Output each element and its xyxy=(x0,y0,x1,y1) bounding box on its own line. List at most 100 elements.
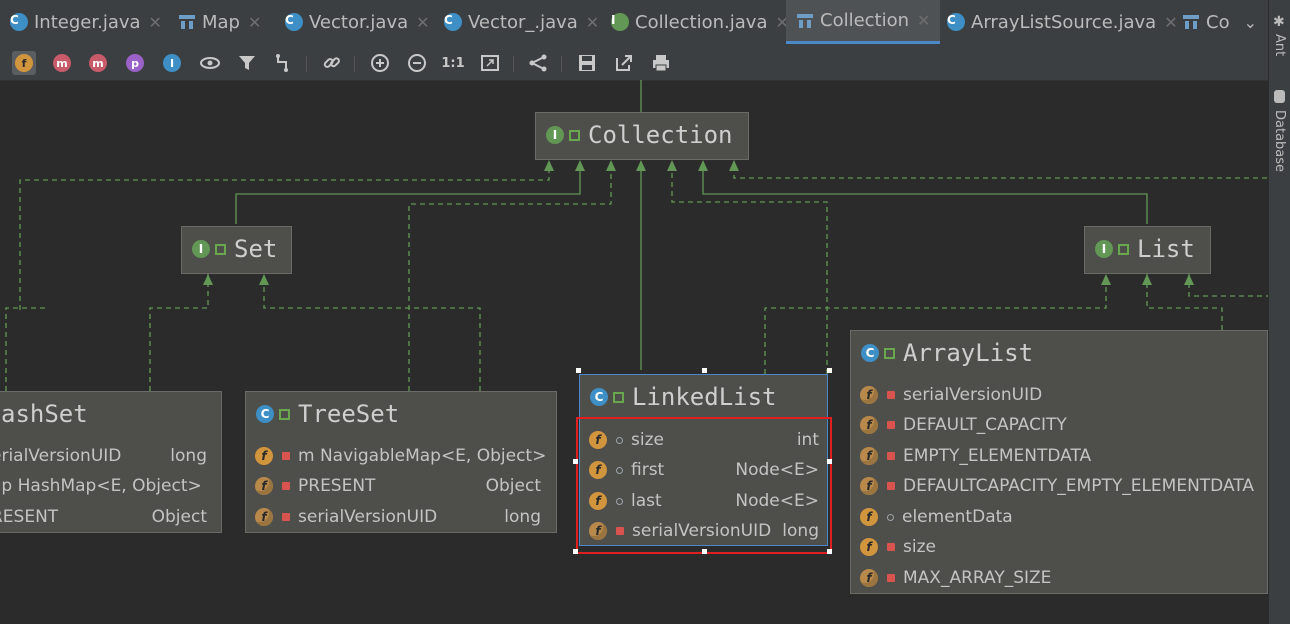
field-row[interactable]: ap HashMap<E, Object> xyxy=(0,471,215,501)
field-type: Object xyxy=(151,507,207,527)
field-row[interactable]: f PRESENT Object xyxy=(255,471,549,501)
dependencies-button[interactable] xyxy=(320,51,344,75)
resize-handle[interactable] xyxy=(827,549,832,554)
node-title: List xyxy=(1137,235,1195,263)
field-name: PRESENT xyxy=(298,476,376,496)
field-row[interactable]: RESENT Object xyxy=(0,502,215,532)
tab-integer-java[interactable]: C Integer.java ✕ xyxy=(10,0,162,44)
print-button[interactable] xyxy=(649,51,673,75)
static-field-icon: f xyxy=(860,569,878,587)
field-row[interactable]: f first Node<E> xyxy=(589,455,827,485)
field-row[interactable]: f MAX_ARRAY_SIZE xyxy=(860,563,1268,593)
field-type: long xyxy=(170,446,207,466)
uml-diagram-canvas[interactable]: I Collection I Set I List ashSet erialVe… xyxy=(0,80,1268,624)
close-icon[interactable]: ✕ xyxy=(148,12,162,32)
tab-vector-underscore-java[interactable]: C Vector_.java ✕ xyxy=(444,0,599,44)
linkedlist-node[interactable]: C LinkedList f size int f first Node<E> … xyxy=(579,374,828,546)
tab-arraylistsource-java[interactable]: C ArrayListSource.java ✕ xyxy=(947,0,1178,44)
tab-label: ArrayListSource.java xyxy=(971,11,1157,33)
hashset-node[interactable]: ashSet erialVersionUID long ap HashMap<E… xyxy=(0,391,222,533)
private-icon xyxy=(887,421,895,429)
field-row[interactable]: f EMPTY_ELEMENTDATA xyxy=(860,441,1268,471)
set-node[interactable]: I Set xyxy=(181,226,292,274)
tab-co[interactable]: Co ⌄ xyxy=(1182,0,1257,44)
close-icon[interactable]: ✕ xyxy=(775,12,789,32)
public-icon xyxy=(1118,243,1129,255)
show-properties-button[interactable]: p xyxy=(123,51,147,75)
field-icon: f xyxy=(15,54,33,72)
resize-handle[interactable] xyxy=(702,549,707,554)
tab-collection-java[interactable]: I Collection.java ✕ xyxy=(611,0,789,44)
field-name: RESENT xyxy=(0,507,59,527)
close-icon[interactable]: ✕ xyxy=(1164,12,1178,32)
show-methods-button[interactable]: m xyxy=(86,51,110,75)
close-icon[interactable]: ✕ xyxy=(917,11,931,30)
field-row[interactable]: f serialVersionUID long xyxy=(255,502,549,532)
resize-handle[interactable] xyxy=(573,459,578,464)
tab-vector-java[interactable]: C Vector.java ✕ xyxy=(285,0,430,44)
export-button[interactable] xyxy=(612,51,636,75)
field-row[interactable]: f elementData xyxy=(860,502,1268,532)
chevron-down-icon[interactable]: ⌄ xyxy=(1243,12,1257,32)
tab-collection-diagram[interactable]: Collection ✕ xyxy=(786,0,941,44)
field-row[interactable]: f size xyxy=(860,532,1268,562)
visibility-button[interactable] xyxy=(198,51,222,75)
field-row[interactable]: f serialVersionUID long xyxy=(589,516,827,546)
node-title: TreeSet xyxy=(298,400,400,428)
ant-tool-button[interactable]: Ant xyxy=(1272,34,1287,57)
tab-label: Co xyxy=(1206,11,1230,33)
save-button[interactable] xyxy=(575,51,599,75)
field-row[interactable]: f serialVersionUID xyxy=(860,380,1268,410)
resize-handle[interactable] xyxy=(827,459,832,464)
field-row[interactable]: f size int xyxy=(589,425,827,455)
resize-handle[interactable] xyxy=(702,368,707,373)
list-node[interactable]: I List xyxy=(1084,226,1211,274)
static-field-icon: f xyxy=(255,508,273,526)
field-row[interactable]: f m NavigableMap<E, Object> xyxy=(255,441,549,471)
field-name: EMPTY_ELEMENTDATA xyxy=(903,446,1092,466)
layout-button[interactable] xyxy=(526,51,550,75)
show-fields-button[interactable]: f xyxy=(12,51,36,75)
field-row[interactable]: f DEFAULTCAPACITY_EMPTY_ELEMENTDATA xyxy=(860,471,1268,501)
interface-icon: I xyxy=(192,240,210,258)
tab-label: Collection.java xyxy=(635,11,768,33)
actual-size-button[interactable]: 1:1 xyxy=(441,55,465,71)
field-row[interactable]: f last Node<E> xyxy=(589,486,827,516)
resize-handle[interactable] xyxy=(576,368,581,373)
static-field-icon: f xyxy=(860,477,878,495)
tab-map[interactable]: Map ✕ xyxy=(178,0,261,44)
field-icon: f xyxy=(255,447,273,465)
separator xyxy=(354,56,355,72)
class-icon: C xyxy=(861,344,879,362)
show-inner-classes-button[interactable]: I xyxy=(160,51,184,75)
field-row[interactable]: f DEFAULT_CAPACITY xyxy=(860,410,1268,440)
show-constructors-button[interactable]: m xyxy=(50,51,74,75)
package-private-icon xyxy=(887,513,894,521)
resize-handle[interactable] xyxy=(573,549,578,554)
zoom-out-button[interactable] xyxy=(405,51,429,75)
inheritance-edges xyxy=(5,80,1268,391)
zoom-out-icon xyxy=(408,54,426,72)
package-private-icon xyxy=(616,436,623,444)
public-icon xyxy=(613,391,624,403)
database-tool-button[interactable]: Database xyxy=(1272,110,1287,173)
close-icon[interactable]: ✕ xyxy=(248,12,262,32)
fit-content-button[interactable] xyxy=(478,51,502,75)
resize-handle[interactable] xyxy=(827,368,832,373)
arraylist-node[interactable]: C ArrayList f serialVersionUID f DEFAULT… xyxy=(850,330,1268,594)
private-icon xyxy=(282,482,290,490)
zoom-in-button[interactable] xyxy=(368,51,392,75)
field-name: erialVersionUID xyxy=(0,446,122,466)
collection-node[interactable]: I Collection xyxy=(535,112,749,160)
tab-label: Vector_.java xyxy=(468,11,578,33)
treeset-node[interactable]: C TreeSet f m NavigableMap<E, Object> f … xyxy=(245,391,557,533)
field-row[interactable]: erialVersionUID long xyxy=(0,441,215,471)
close-icon[interactable]: ✕ xyxy=(585,12,600,32)
fit-icon xyxy=(481,55,499,71)
editor-tab-bar: C Integer.java ✕ Map ✕ C Vector.java ✕ C… xyxy=(0,0,1268,47)
filter-button[interactable] xyxy=(235,51,259,75)
tab-label: Vector.java xyxy=(309,11,409,33)
close-icon[interactable]: ✕ xyxy=(416,12,430,32)
edge-routing-button[interactable] xyxy=(272,51,296,75)
public-icon xyxy=(215,243,226,255)
